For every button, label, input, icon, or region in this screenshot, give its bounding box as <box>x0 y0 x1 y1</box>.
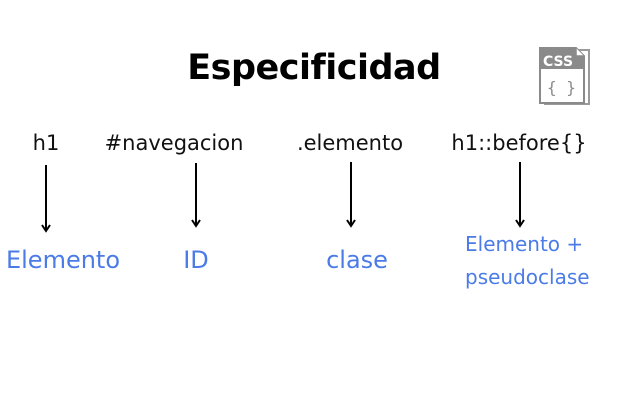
selector-pseudo: h1::before{} <box>451 131 587 155</box>
label-clase: clase <box>326 246 388 274</box>
css-file-icon: CSS { } <box>539 47 590 105</box>
svg-text:CSS: CSS <box>543 54 573 70</box>
selector-class: .elemento <box>296 131 404 155</box>
arrow-down-icon <box>191 163 201 228</box>
label-elemento: Elemento <box>5 246 121 274</box>
svg-text:{ }: { } <box>547 78 576 97</box>
label-line-1: Elemento + <box>465 232 584 256</box>
page-title: Especificidad <box>187 48 441 88</box>
label-id: ID <box>183 246 209 274</box>
label-elemento-pseudoclase: Elemento + pseudoclase <box>465 228 590 294</box>
selector-element: h1 <box>32 131 60 155</box>
arrow-down-icon <box>41 165 51 233</box>
selector-id: #navegacion <box>104 131 244 155</box>
arrow-down-icon <box>515 162 525 228</box>
label-line-2: pseudoclase <box>465 265 590 289</box>
arrow-down-icon <box>346 162 356 228</box>
